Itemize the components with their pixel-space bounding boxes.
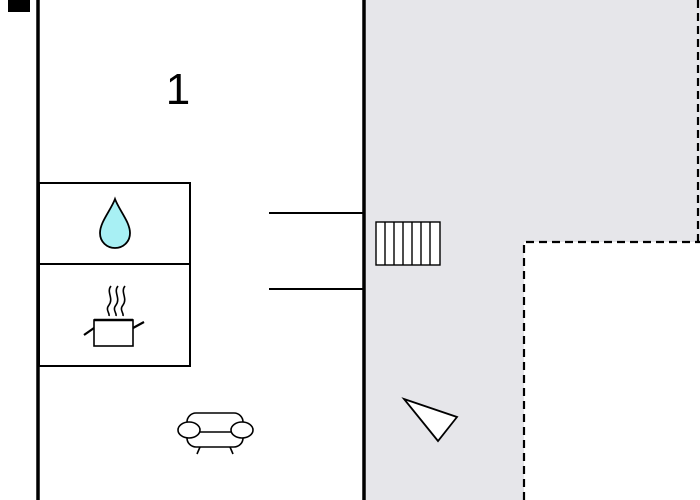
cooking-pot-icon (83, 285, 145, 347)
water-drop-icon (99, 196, 131, 249)
stairs-icon (375, 221, 441, 266)
room-number: 1 (166, 65, 190, 114)
armchair-icon (177, 412, 254, 455)
kitchen-box (38, 263, 191, 367)
dashed-zone (524, 242, 700, 500)
north-arrow-icon (401, 397, 459, 443)
corner-marker (8, 0, 30, 12)
dashed-boundary (522, 240, 700, 500)
